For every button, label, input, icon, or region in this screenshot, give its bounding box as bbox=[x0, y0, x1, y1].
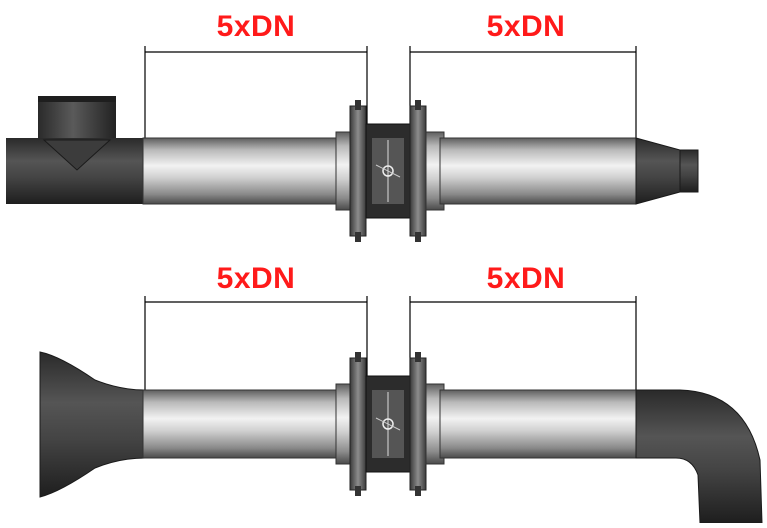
bottom-assembly bbox=[39, 296, 763, 524]
bottom-elbow bbox=[635, 389, 763, 524]
top-upstream-straight-pipe bbox=[142, 137, 340, 205]
bottom-dimension-lines bbox=[144, 296, 637, 390]
top-assembly bbox=[6, 46, 699, 242]
top-dimension-lines bbox=[144, 46, 637, 138]
bottom-downstream-straight-pipe bbox=[439, 389, 637, 459]
bottom-downstream-length-label: 5xDN bbox=[486, 262, 566, 295]
top-valve-assembly bbox=[335, 100, 445, 242]
top-downstream-length-label: 5xDN bbox=[486, 10, 566, 43]
top-tee-pipe bbox=[6, 96, 146, 204]
bottom-valve-assembly bbox=[335, 352, 445, 496]
bottom-upstream-length-label: 5xDN bbox=[216, 262, 296, 295]
top-reducer-outlet bbox=[679, 149, 699, 193]
top-upstream-length-label: 5xDN bbox=[216, 10, 296, 43]
bottom-upstream-straight-pipe bbox=[142, 389, 340, 459]
bottom-bellmouth-inlet bbox=[39, 351, 146, 498]
top-reducer bbox=[635, 137, 681, 205]
top-downstream-straight-pipe bbox=[439, 137, 637, 205]
